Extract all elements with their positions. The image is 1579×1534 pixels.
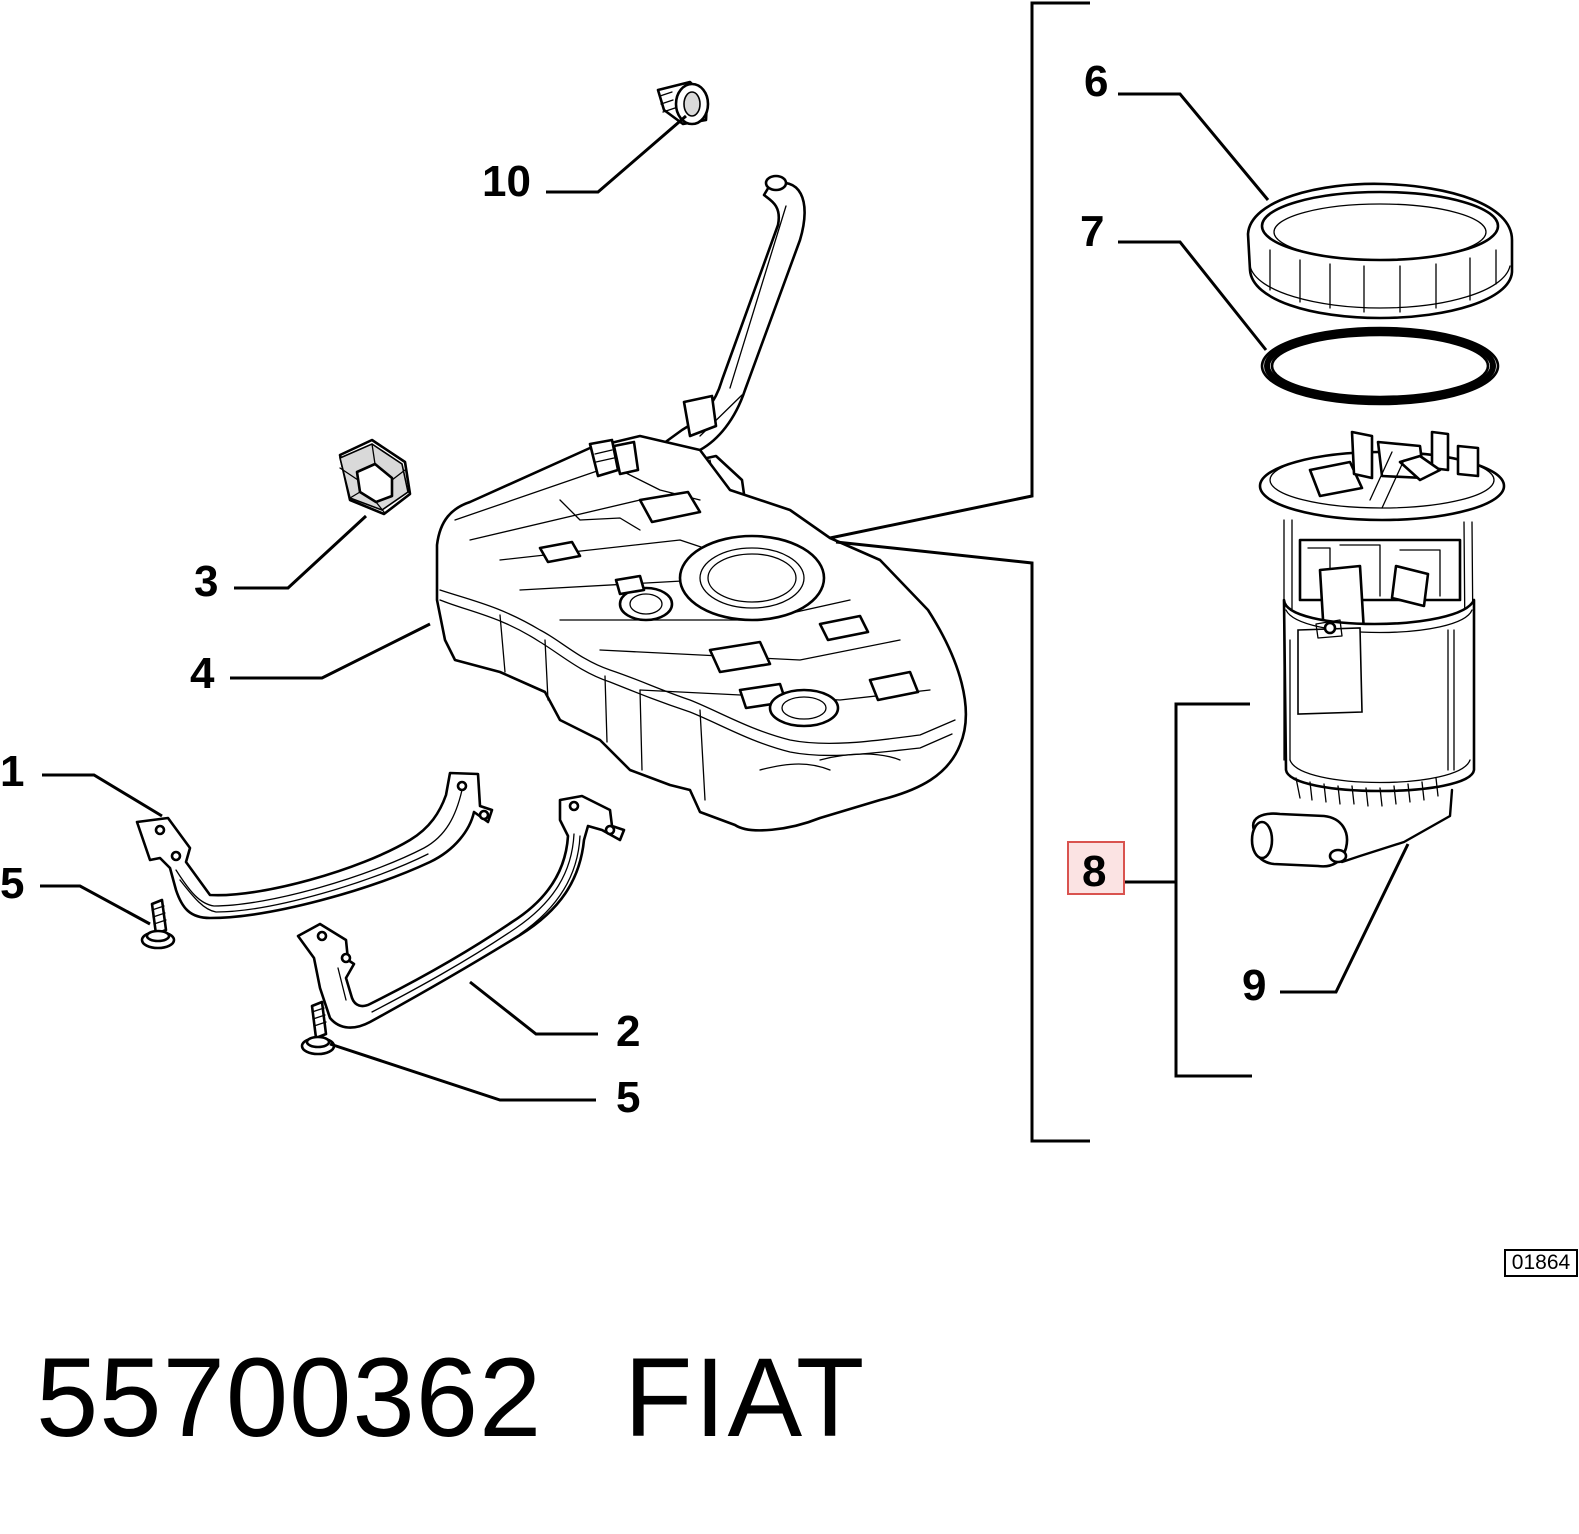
callout-8-highlight: [1067, 841, 1125, 895]
callout-10: 10: [482, 157, 531, 206]
leader-3: [234, 514, 368, 590]
cap-part-3: [338, 438, 412, 516]
callout-5-lower: 5: [616, 1073, 640, 1122]
bolt-part-5-upper: [140, 898, 176, 950]
callout-3: 3: [194, 557, 218, 606]
leader-4: [230, 622, 431, 680]
callout-8: 8: [1082, 847, 1106, 896]
callout-5-upper: 5: [0, 859, 24, 908]
leader-6: [1118, 92, 1270, 201]
strap-part-1: [135, 771, 494, 920]
callout-9: 9: [1242, 961, 1266, 1010]
leader-9: [1280, 843, 1410, 994]
leader-lines: [40, 1, 1410, 1143]
callout-7: 7: [1080, 207, 1104, 256]
leader-5-upper: [40, 884, 151, 926]
leader-7: [1118, 240, 1268, 351]
brand-name: FIAT: [624, 1335, 867, 1460]
seal-ring-part-7: [1260, 326, 1500, 406]
strap-part-2: [296, 794, 626, 1029]
assembly-bracket-top: [829, 1, 1090, 540]
bracket-8: [1174, 702, 1252, 1078]
leader-10: [546, 114, 687, 194]
fuel-pump-module-part-8: [1258, 430, 1506, 807]
leader-2: [469, 980, 598, 1036]
callout-4: 4: [190, 649, 215, 698]
assembly-bracket-bottom: [835, 540, 1090, 1143]
grommet-part-10: [656, 80, 710, 126]
callout-6: 6: [1084, 57, 1108, 106]
fuel-tank-part-4: [435, 174, 968, 832]
float-part-9: [1250, 788, 1454, 868]
callout-1: 1: [0, 747, 24, 796]
ring-nut-part-6: [1246, 182, 1514, 320]
part-number: 55700362: [36, 1335, 543, 1460]
leader-5-lower: [329, 1042, 596, 1102]
drawing-reference-code: 01864: [1504, 1249, 1578, 1277]
leader-1: [42, 773, 163, 818]
callout-2: 2: [616, 1007, 640, 1056]
